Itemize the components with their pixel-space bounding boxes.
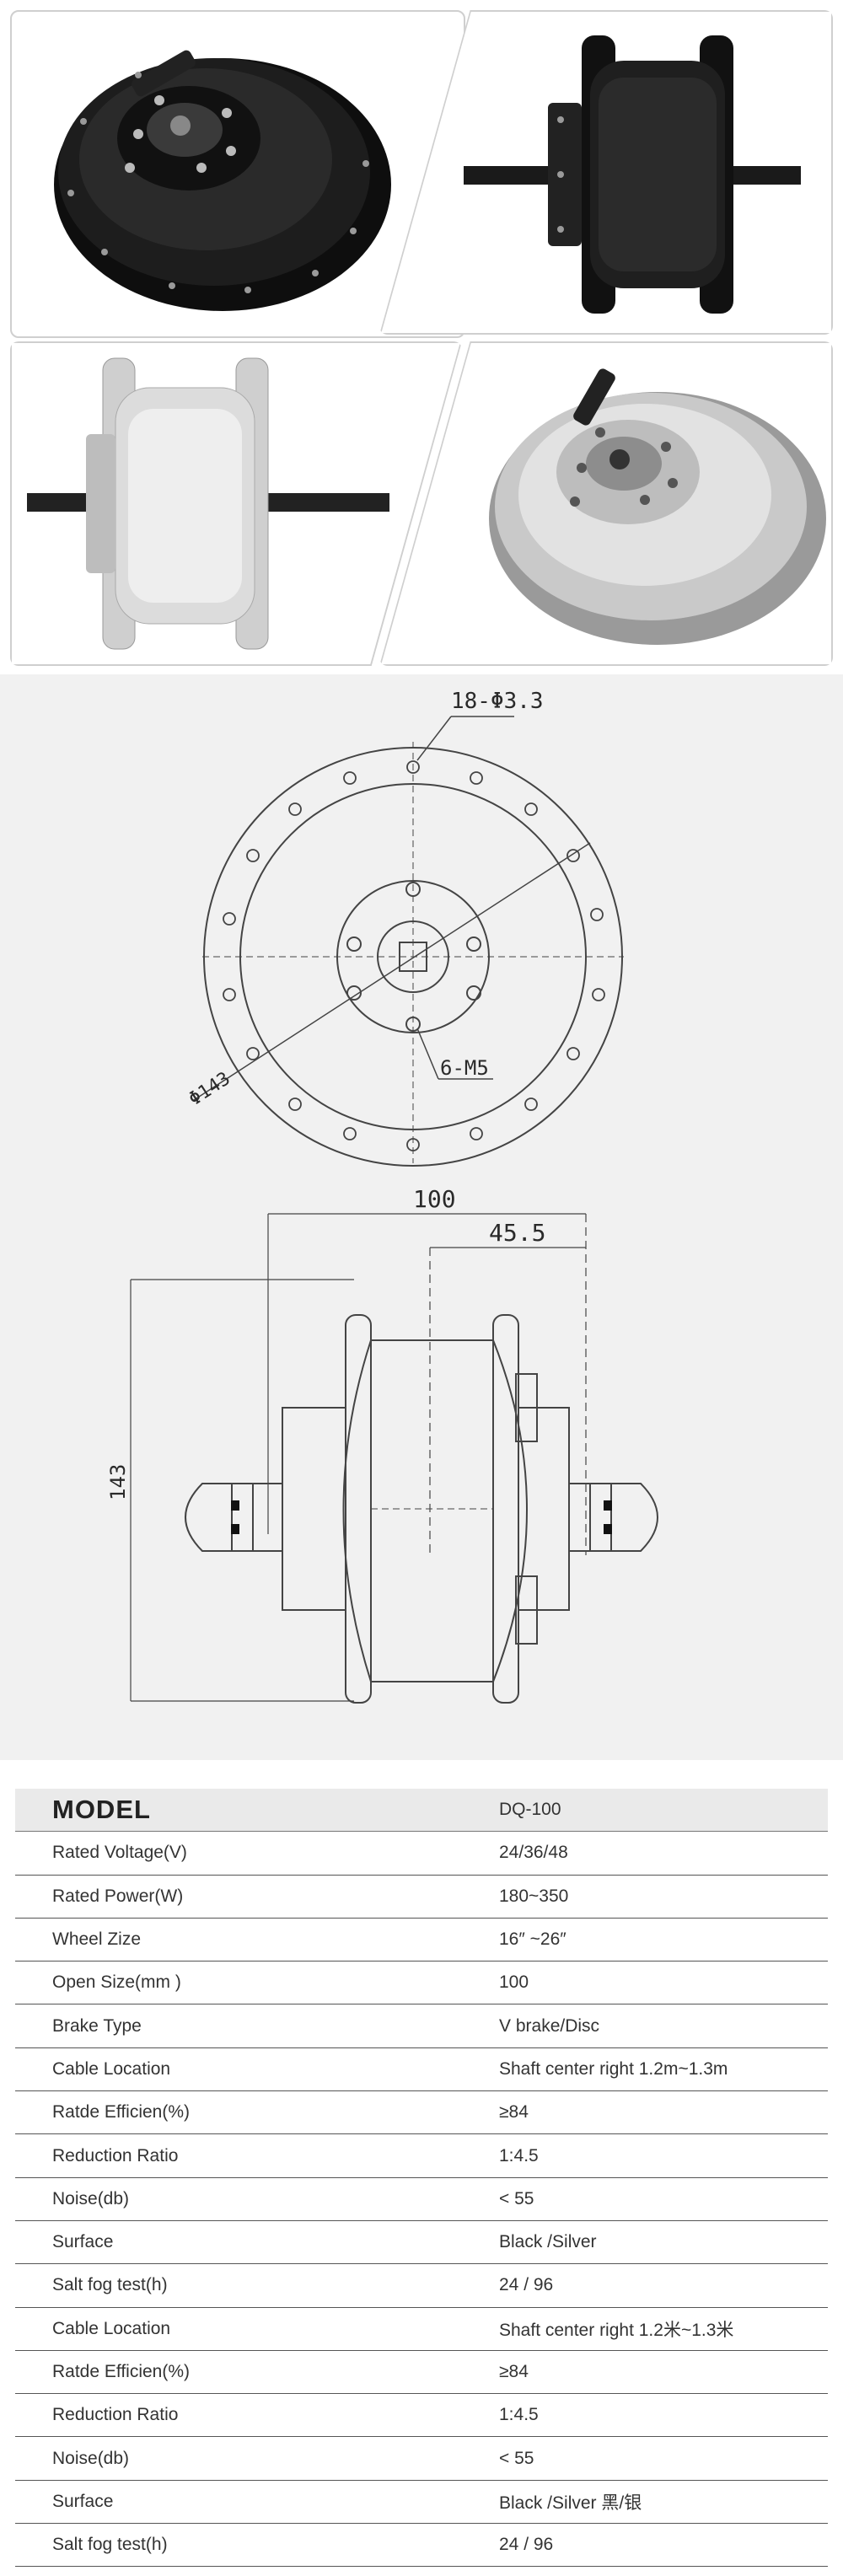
spec-header-row: MODEL DQ-100 [15,1789,828,1833]
flange-holes [223,760,605,1151]
table-row: Ratde Efficien(%)≥84 [15,2090,828,2135]
table-row: Noise(db)< 55 [15,2436,828,2481]
thread-label: 6-M5 [440,1056,489,1080]
black-motor-angled-image [54,50,391,311]
table-row: Ratde Efficien(%)≥84 [15,2350,828,2395]
model-label: MODEL [15,1789,474,1833]
spec-label: Rated Power(W) [15,1875,474,1919]
spec-value: V brake/Disc [474,2004,828,2048]
table-row: Open Size(mm )100 [15,1961,828,2005]
spec-label: Salt fog test(h) [15,2523,474,2568]
spec-value: Black /Silver 黑/银 [474,2480,828,2525]
spec-label: Wheel Zize [15,1918,474,1962]
spec-label: Reduction Ratio [15,2393,474,2438]
spec-label: Surface [15,2220,474,2265]
spec-value: < 55 [474,2177,828,2221]
spec-value: ≥84 [474,2090,828,2135]
spec-table: MODEL DQ-100 Rated Voltage(V)24/36/48 Ra… [15,1789,828,2568]
spec-value: 100 [474,1961,828,2005]
bolt-holes [346,882,481,1032]
table-row: Salt fog test(h)24 / 96 [15,2523,828,2568]
spec-label: Noise(db) [15,2436,474,2481]
hole-label: 18-Φ3.3 [451,689,544,714]
spec-value: ≥84 [474,2350,828,2395]
flange-diameter-label: Φ143 [185,1068,234,1110]
spec-value: Shaft center right 1.2m~1.3m [474,2047,828,2092]
product-photo-grid [0,0,843,674]
table-row: Rated Voltage(V)24/36/48 [15,1831,828,1876]
spec-label: Salt fog test(h) [15,2263,474,2308]
table-row: Noise(db)< 55 [15,2177,828,2221]
offset-label: 45.5 [489,1219,545,1247]
spec-value: 1:4.5 [474,2133,828,2178]
spec-value: < 55 [474,2436,828,2481]
spec-value: 16″ ~26″ [474,1918,828,1962]
spec-label: Ratde Efficien(%) [15,2090,474,2135]
photo-silver-motor-side [10,341,462,666]
spec-label: Reduction Ratio [15,2133,474,2178]
hub-motor-drawing: 18-Φ3.3 6-M5 Φ143 [106,689,658,1704]
spec-label: Open Size(mm ) [15,1961,474,2005]
silver-motor-side-image [10,341,462,666]
spec-value: 24/36/48 [474,1831,828,1876]
spec-value: Shaft center right 1.2米~1.3米 [474,2307,828,2351]
black-motor-side-image [379,10,833,335]
spec-value: Black /Silver [474,2220,828,2265]
spec-label: Ratde Efficien(%) [15,2350,474,2395]
spec-value: 24 / 96 [474,2523,828,2568]
spec-label: Cable Location [15,2307,474,2351]
spec-value: 180~350 [474,1875,828,1919]
silver-motor-angled-image [379,341,833,666]
spec-label: Noise(db) [15,2177,474,2221]
side-view [130,1213,658,1704]
spec-label: Brake Type [15,2004,474,2048]
photo-black-motor-side [379,10,833,335]
width-label: 100 [413,1185,456,1213]
spec-label: Rated Voltage(V) [15,1831,474,1876]
spec-label: Cable Location [15,2047,474,2092]
height-label: 143 [106,1464,130,1500]
model-value: DQ-100 [474,1789,828,1833]
technical-drawing: 18-Φ3.3 6-M5 Φ143 [0,674,843,1760]
spec-value: 24 / 96 [474,2263,828,2308]
photo-black-motor-angled [10,10,465,338]
front-view [193,716,624,1167]
photo-silver-motor-angled [379,341,833,666]
table-row: Salt fog test(h)24 / 96 [15,2263,828,2308]
spec-value: 1:4.5 [474,2393,828,2438]
spec-label: Surface [15,2480,474,2525]
table-row: Rated Power(W)180~350 [15,1875,828,1919]
